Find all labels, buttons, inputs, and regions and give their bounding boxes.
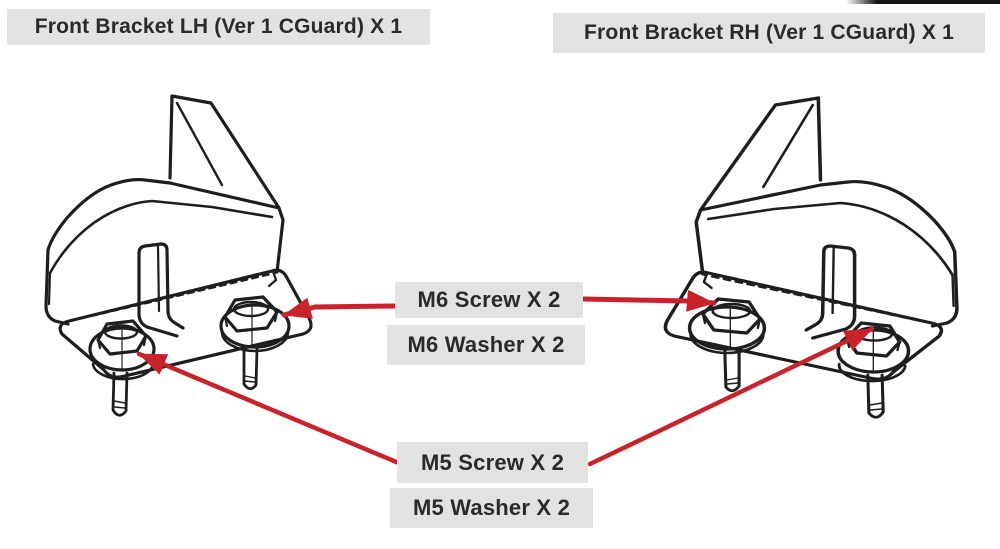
right-bracket-illustration	[663, 96, 959, 420]
callout-m5-washer: M5 Washer X 2	[390, 488, 593, 528]
left-bracket-illustration	[44, 94, 313, 417]
callout-m5-screw: M5 Screw X 2	[397, 442, 588, 483]
cropped-top-bar	[846, 0, 1000, 4]
callout-m6-screw: M6 Screw X 2	[395, 282, 583, 318]
m6-arrow-right	[581, 289, 717, 312]
m5-arrow-right	[587, 326, 875, 467]
m5-arrow-left	[136, 351, 404, 467]
title-front-bracket-lh: Front Bracket LH (Ver 1 CGuard) X 1	[7, 9, 430, 45]
title-front-bracket-rh: Front Bracket RH (Ver 1 CGuard) X 1	[553, 13, 985, 53]
m6-arrow-left	[281, 297, 399, 319]
callout-m6-washer: M6 Washer X 2	[387, 325, 585, 365]
